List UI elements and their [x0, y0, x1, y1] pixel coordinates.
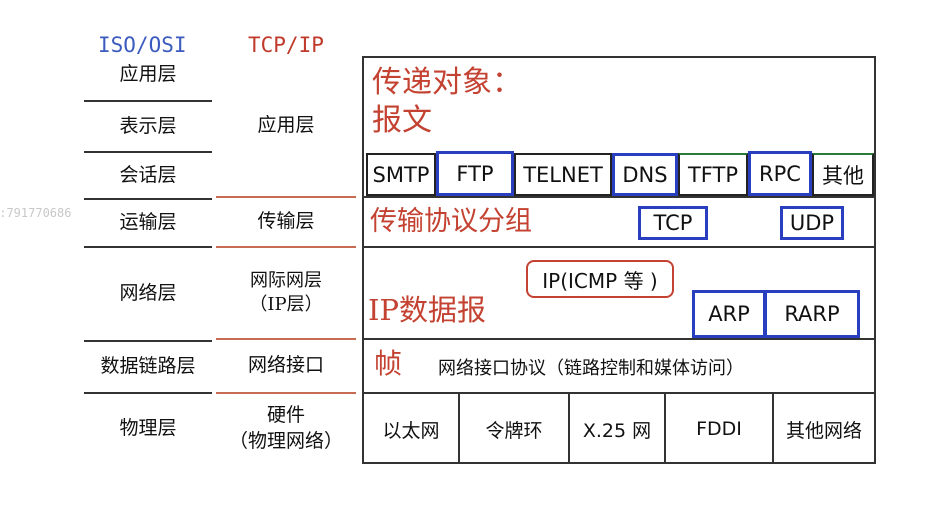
ip-datagram-label: IP数据报: [368, 293, 486, 327]
internet-region: IP(ICMP 等 ) IP数据报 ARP RARP: [364, 248, 874, 340]
x25-box: X.25 网: [570, 394, 666, 464]
link-region: 帧 网络接口协议（链路控制和媒体访问）: [364, 340, 874, 394]
osi-application-layer: 应用层: [84, 50, 212, 102]
physical-region: 以太网 令牌环 X.25 网 FDDI 其他网络: [364, 394, 874, 464]
ftp-box: FTP: [436, 151, 514, 196]
osi-session-layer: 会话层: [84, 153, 212, 200]
osi-presentation-layer: 表示层: [84, 102, 212, 153]
tcpip-header: TCP/IP: [242, 33, 330, 57]
tftp-box: TFTP: [678, 153, 748, 196]
other-network-box: 其他网络: [785, 419, 862, 442]
ip-icmp-box: IP(ICMP 等 ): [526, 260, 674, 298]
frame-label: 帧: [374, 347, 403, 380]
token-ring-box: 令牌环: [460, 394, 570, 464]
tcpip-hardware-layer: 硬件 （物理网络）: [216, 394, 356, 464]
rpc-box: RPC: [748, 151, 812, 196]
iso-osi-column: 应用层 表示层 会话层 运输层 网络层 数据链路层 物理层: [84, 50, 212, 464]
iso-osi-header: ISO/OSI: [92, 33, 193, 57]
osi-physical-layer: 物理层: [84, 394, 212, 464]
tcpip-internet-layer: 网际网层 （IP层）: [216, 248, 356, 340]
osi-datalink-layer: 数据链路层: [84, 342, 212, 394]
message-label: 报文: [372, 103, 432, 138]
osi-transport-layer: 运输层: [84, 200, 212, 248]
other-app-box: 其他: [812, 153, 874, 196]
transfer-object-label: 传递对象：: [372, 65, 522, 100]
tcpip-hardware-line1: 硬件: [266, 404, 305, 427]
telnet-box: TELNET: [514, 153, 612, 196]
smtp-box: SMTP: [366, 153, 436, 196]
tcpip-internet-line2: （IP层）: [249, 294, 323, 315]
tcpip-column: 应用层 传输层 网际网层 （IP层） 网络接口 硬件 （物理网络）: [216, 56, 356, 464]
transport-region: 传输协议分组 TCP UDP: [364, 198, 874, 248]
fddi-box: FDDI: [666, 394, 774, 464]
tcpip-internet-line1: 网际网层: [250, 269, 322, 291]
dns-box: DNS: [612, 153, 678, 196]
protocol-column: 传递对象： 报文 SMTP FTP TELNET DNS TFTP RPC 其他…: [362, 56, 876, 464]
udp-box: UDP: [780, 206, 844, 240]
tcpip-transport-layer: 传输层: [216, 198, 356, 248]
link-protocol-description: 网络接口协议（链路控制和媒体访问）: [438, 358, 744, 379]
transport-segment-label: 传输协议分组: [370, 206, 532, 237]
app-protocol-row: SMTP FTP TELNET DNS TFTP RPC 其他: [364, 151, 874, 198]
arp-box: ARP: [692, 290, 766, 338]
ethernet-box: 以太网: [364, 394, 460, 464]
rarp-box: RARP: [764, 290, 860, 338]
app-region: 传递对象： 报文 SMTP FTP TELNET DNS TFTP RPC 其他: [364, 58, 874, 198]
tcpip-link-layer: 网络接口: [216, 340, 356, 394]
tcpip-application-layer: 应用层: [216, 56, 356, 198]
osi-network-layer: 网络层: [84, 248, 212, 342]
watermark-text: Q:791770686: [0, 206, 72, 220]
tcp-box: TCP: [638, 206, 708, 240]
tcpip-hardware-line2: （物理网络）: [228, 430, 343, 452]
